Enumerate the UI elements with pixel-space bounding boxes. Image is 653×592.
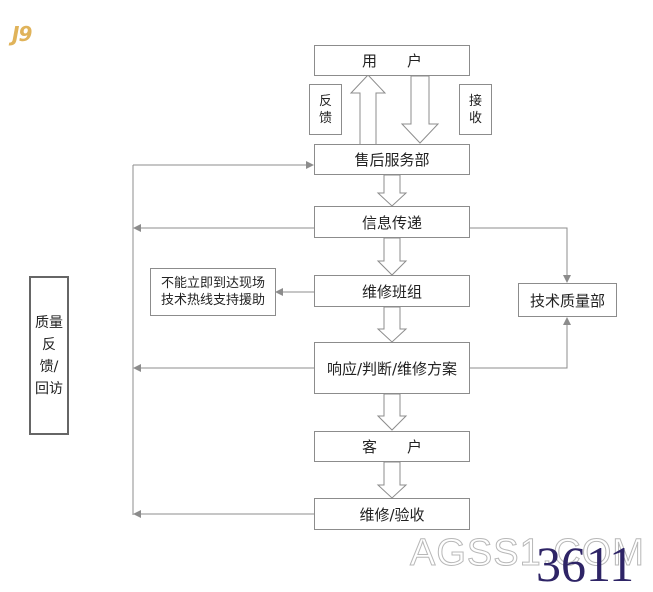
connector-arrow: [470, 227, 571, 283]
node-feedback: 反 馈: [309, 84, 342, 135]
hollow-arrow-down: [376, 237, 408, 276]
node-customer: 客 户: [314, 431, 470, 462]
node-tech-quality: 技术质量部: [518, 283, 617, 317]
node-user: 用 户: [314, 45, 470, 76]
node-response: 响应/判断/维修方案: [314, 342, 470, 394]
node-info-transfer: 信息传递: [314, 206, 470, 238]
node-hotline-support: 不能立即到达现场 技术热线支持援助: [150, 268, 276, 316]
node-repair-accept: 维修/验收: [314, 498, 470, 530]
hollow-arrow-down: [376, 306, 408, 343]
hollow-arrow-down: [376, 174, 408, 207]
watermark-text: AGSS1.COM: [410, 532, 645, 575]
watermark-number: 3611: [536, 536, 635, 592]
hollow-arrow-up: [349, 74, 387, 146]
connector-arrow: [470, 317, 571, 369]
brand-logo: J9: [12, 22, 32, 46]
node-quality-feedback: 质量反馈/回访: [29, 276, 69, 435]
hollow-arrow-down: [400, 75, 440, 144]
hollow-arrow-down: [376, 461, 408, 499]
node-receive: 接 收: [459, 84, 492, 135]
node-repair-team: 维修班组: [314, 275, 470, 307]
hollow-arrow-down: [376, 393, 408, 431]
node-after-sales: 售后服务部: [314, 144, 470, 175]
